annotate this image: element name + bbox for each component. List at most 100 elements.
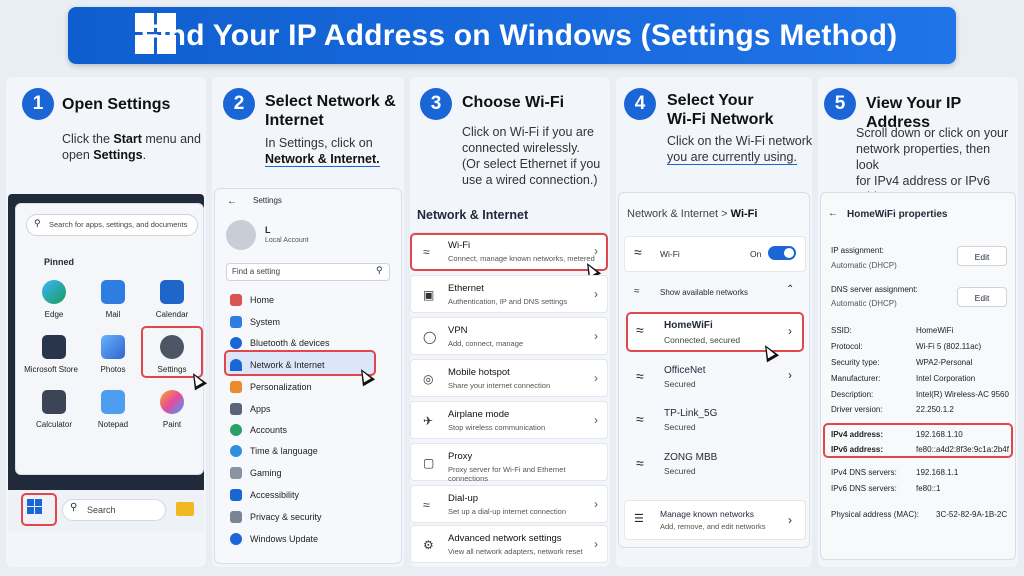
taskbar-search-input[interactable]: Search (62, 499, 166, 521)
step-1-title: Open Settings (62, 96, 171, 113)
ip-address-highlight (823, 423, 1013, 458)
gear-icon: ⚙ (423, 538, 434, 552)
nav-network-internet[interactable]: Network & Internet (230, 359, 325, 371)
network-name[interactable]: ZONG MBB (664, 452, 718, 463)
step-1-number: 1 (22, 88, 54, 120)
user-name: L (265, 225, 271, 235)
homewifi-highlight (626, 312, 804, 352)
chevron-right-icon: › (594, 497, 598, 511)
step-3-number: 3 (420, 88, 452, 120)
chevron-right-icon: › (594, 287, 598, 301)
wifi-toggle-row (624, 236, 806, 272)
step-5-number: 5 (824, 88, 856, 120)
step-2-number: 2 (223, 88, 255, 120)
toggle-state: On (750, 249, 762, 259)
start-highlight (21, 493, 57, 526)
nav-windows-update[interactable]: Windows Update (230, 533, 318, 545)
app-microsoft-store[interactable]: Microsoft Store (24, 335, 79, 374)
ipv6-label: IPv6 address: (831, 445, 884, 454)
network-highlight (224, 350, 376, 376)
network-homewifi[interactable] (626, 312, 804, 352)
chevron-right-icon: › (788, 324, 792, 338)
step-2-title: Select Network &Internet (265, 93, 396, 129)
search-icon: ⚲ (376, 265, 383, 275)
mac-label: Physical address (MAC): (831, 510, 920, 519)
prop-label: Protocol: (831, 342, 863, 351)
step-3-title: Choose Wi-Fi (462, 94, 565, 111)
edit-dns-button[interactable]: Edit (957, 287, 1007, 307)
wifi-icon: ≈ (634, 286, 640, 297)
chevron-right-icon: › (594, 329, 598, 343)
nav-accounts[interactable]: Accounts (230, 424, 287, 436)
app-calculator[interactable]: Calculator (29, 390, 79, 429)
pinned-label: Pinned (44, 257, 75, 267)
paint-icon (160, 390, 184, 414)
file-explorer-icon[interactable] (176, 502, 194, 516)
step-4-number: 4 (624, 88, 656, 120)
ipv6-value: fe80::a4d2:8f3e:9c1a:2b4f (916, 445, 1009, 454)
calendar-icon (160, 280, 184, 304)
network-name: HomeWiFi (664, 320, 713, 331)
ipv4-dns-value: 192.168.1.1 (916, 468, 959, 477)
network-name[interactable]: TP-Link_5G (664, 408, 718, 419)
ip-assignment-label: IP assignment: (831, 246, 884, 255)
store-icon (42, 335, 66, 359)
find-setting-input[interactable]: Find a setting (226, 263, 390, 281)
app-photos[interactable]: Photos (88, 335, 138, 374)
chevron-up-icon[interactable]: ⌃ (786, 284, 795, 295)
chevron-right-icon: › (788, 513, 792, 527)
nav-apps[interactable]: Apps (230, 403, 271, 415)
ipv6-dns-label: IPv6 DNS servers: (831, 484, 897, 493)
app-settings[interactable]: Settings (147, 335, 197, 374)
nav-accessibility[interactable]: Accessibility (230, 489, 299, 501)
nav-system[interactable]: System (230, 316, 280, 328)
chevron-right-icon: › (594, 244, 598, 258)
mail-icon (101, 280, 125, 304)
prop-label: Security type: (831, 358, 880, 367)
calculator-icon (42, 390, 66, 414)
nav-bluetooth[interactable]: Bluetooth & devices (230, 337, 330, 349)
app-paint[interactable]: Paint (147, 390, 197, 429)
app-calendar[interactable]: Calendar (147, 280, 197, 319)
show-networks-label[interactable]: Show available networks (660, 288, 749, 297)
dns-assignment-value: Automatic (DHCP) (831, 299, 897, 308)
settings-title: Settings (253, 196, 282, 205)
wifi-icon: ≈ (634, 244, 642, 260)
app-notepad[interactable]: Notepad (88, 390, 138, 429)
app-mail[interactable]: Mail (88, 280, 138, 319)
back-arrow-icon[interactable]: ← (828, 208, 838, 219)
nav-home[interactable]: Home (230, 294, 274, 306)
nav-gaming[interactable]: Gaming (230, 467, 282, 479)
nav-privacy-security[interactable]: Privacy & security (230, 511, 322, 523)
wifi-label: Wi-Fi (660, 249, 680, 259)
network-name[interactable]: OfficeNet (664, 365, 706, 376)
chevron-right-icon: › (788, 368, 792, 382)
ethernet-icon: ▣ (423, 288, 435, 302)
back-arrow-icon[interactable]: ← (227, 196, 237, 207)
start-button[interactable] (27, 499, 42, 514)
wifi-toggle[interactable] (768, 246, 796, 260)
edit-ip-button[interactable]: Edit (957, 246, 1007, 266)
edge-icon (42, 280, 66, 304)
wifi-icon: ≈ (636, 322, 644, 338)
search-icon: ⚲ (70, 502, 78, 513)
manage-known-networks[interactable] (624, 500, 806, 540)
chevron-right-icon: › (594, 371, 598, 385)
start-search-input[interactable]: Search for apps, settings, and documents (26, 214, 198, 236)
ipv4-value: 192.168.1.10 (916, 430, 963, 439)
prop-value: Intel(R) Wireless-AC 9560 (916, 390, 1009, 399)
step-1-desc: Click the Start menu and open Settings. (62, 132, 201, 162)
nav-time-language[interactable]: Time & language (230, 445, 318, 457)
app-edge[interactable]: Edge (29, 280, 79, 319)
properties-title: HomeWiFi properties (847, 209, 948, 220)
wifi-icon: ≈ (636, 455, 644, 471)
nav-personalization[interactable]: Personalization (230, 381, 312, 393)
